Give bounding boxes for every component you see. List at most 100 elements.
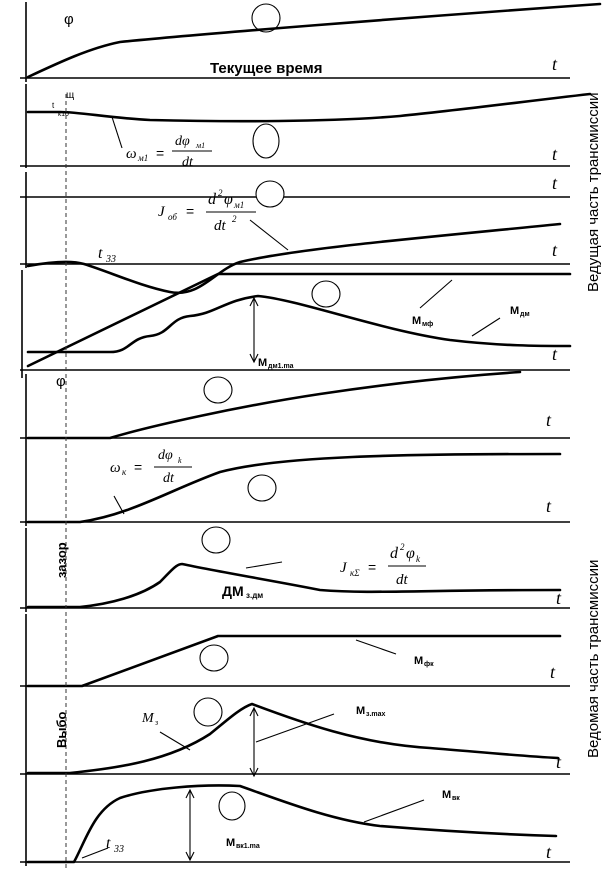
leader-line	[249, 219, 289, 251]
t-axis-label: t	[552, 173, 558, 193]
arrow-head	[185, 851, 195, 862]
dt: dt	[163, 471, 175, 486]
M-dm1max-label: M	[258, 357, 267, 369]
panel-J-kS: t ДM з.дм J кΣ = d 2 φ k dt	[20, 526, 570, 612]
time-marker-sub: к10	[58, 111, 69, 118]
J-kS-num-sub: k	[416, 554, 421, 564]
J-den: dt	[214, 218, 227, 234]
marker-circle	[193, 697, 223, 727]
M-z-label: M	[141, 711, 155, 726]
d-phi-k: dφ	[158, 448, 173, 463]
dM-z-label: ДM	[222, 583, 244, 599]
t-axis-label: t	[552, 240, 558, 260]
d-phi-sub: м1	[195, 141, 205, 150]
M-vk-sub: вк	[452, 795, 460, 802]
panel-moments-driving: t M дм1.ma M мф M дм	[20, 270, 572, 378]
t-axis-label: t	[556, 588, 562, 608]
eq-sign: =	[156, 145, 164, 161]
leader-line	[419, 279, 453, 309]
arrow-head	[249, 767, 259, 778]
J-num-sup: 2	[218, 188, 223, 198]
J-num-d: d	[208, 191, 217, 208]
panel-M-z: t M з.max M з	[20, 690, 570, 778]
M-fk-label: M	[414, 655, 423, 667]
curve-omega-k	[26, 452, 562, 524]
phi-label: φ	[56, 373, 66, 390]
t-axis-label: t	[550, 662, 556, 682]
curve-J-kS	[26, 562, 562, 609]
gap-label: зазор	[54, 542, 69, 578]
driving-side-label: Ведущая часть трансмиссии	[585, 92, 602, 292]
leader-line	[471, 317, 501, 337]
leader-line	[245, 561, 283, 569]
curve-M-fk	[26, 634, 562, 688]
J-kS-symbol: J	[340, 560, 348, 576]
curve-M-vk	[26, 784, 558, 864]
gap-select-label: Выбо	[54, 711, 69, 748]
panel-phi-driving: φ t Текущее время	[20, 2, 602, 82]
leader-line	[111, 116, 123, 149]
leader-line	[81, 847, 109, 859]
d-phi: dφ	[175, 134, 190, 149]
M-zmax-label: M	[356, 705, 365, 717]
omega-k-sub: к	[122, 467, 127, 477]
curve-phi-k	[26, 370, 522, 440]
t33-label: t	[106, 835, 111, 852]
omega-k-symbol: ω	[110, 460, 121, 476]
panel-omega-k: t ω к = dφ k dt	[20, 444, 570, 526]
t-axis-label: t	[546, 410, 552, 430]
M-mf-label: M	[412, 315, 421, 327]
leader-line	[255, 713, 335, 743]
d-phi-k-sub: k	[178, 456, 182, 465]
leader-line	[113, 495, 125, 515]
time-marker-t: t	[52, 101, 55, 110]
dt: dt	[182, 155, 194, 170]
curve-phi	[26, 2, 602, 79]
marker-circle	[218, 791, 246, 821]
panel-J-ob: t t J об = d 2 φ м1 dt 2 t 33	[20, 172, 570, 295]
marker-circle	[251, 3, 281, 33]
marker-circle	[252, 123, 280, 159]
J-kS-den: dt	[396, 572, 409, 588]
J-num-phi: φ	[224, 191, 233, 208]
panel-M-fk: t M фк	[20, 614, 570, 690]
J-kS-sub: кΣ	[350, 568, 360, 578]
marker-circle	[311, 280, 341, 308]
arrow-head	[249, 296, 259, 307]
M-fk-sub: фк	[424, 661, 434, 668]
M-dv-sub: дм	[520, 311, 530, 318]
t-axis-label: t	[552, 144, 558, 164]
leader-line	[355, 639, 397, 655]
t-axis-label: t	[552, 344, 558, 364]
marker-circle	[255, 180, 285, 208]
marker-circle	[203, 376, 233, 404]
panel-omega-m1: щ t к10 t ω м1 = dφ м1 dt	[20, 84, 592, 170]
omega-m1-sub: м1	[137, 153, 148, 163]
t33-sub: 33	[113, 844, 124, 855]
M-dm1max-sub: дм1.ma	[268, 363, 294, 370]
dM-z-sub: з.дм	[246, 591, 263, 600]
eq-sign: =	[186, 203, 194, 219]
arrow-head	[249, 353, 259, 364]
arrow-head	[185, 788, 195, 799]
t-axis-label: t	[556, 752, 562, 772]
J-kS-num-phi: φ	[406, 545, 415, 562]
marker-circle	[247, 474, 277, 502]
eq-sign: =	[134, 459, 142, 475]
J-kS-num-d: d	[390, 545, 399, 562]
marker-circle	[199, 644, 229, 672]
header-text: Текущее время	[210, 60, 323, 77]
M-vk1max-sub: вк1.ma	[236, 843, 260, 850]
driven-side-label: Ведомая часть трансмиссии	[585, 560, 602, 758]
phi-label: φ	[64, 11, 74, 28]
J-num-sub: м1	[233, 200, 244, 210]
curve-J-ob	[26, 222, 562, 295]
M-vk-label: M	[442, 789, 451, 801]
curve-omega-m1	[26, 92, 592, 123]
M-zmax-sub: з.max	[366, 711, 386, 718]
M-z-sub: з	[154, 718, 158, 727]
t33-label: t	[98, 245, 103, 262]
panel-M-vk: t M вк1.ma M вк t 33	[20, 778, 570, 866]
t-axis-label: t	[546, 842, 552, 862]
